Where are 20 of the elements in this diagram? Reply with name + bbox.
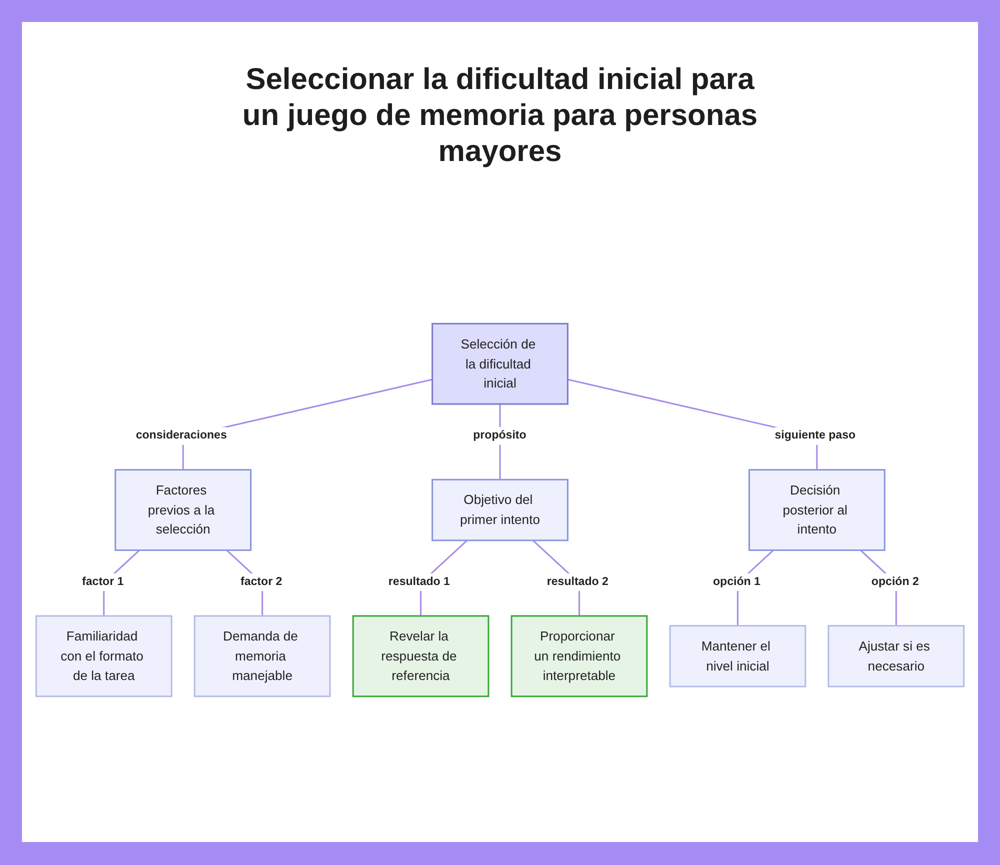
- node-box: Mantener el nivel inicial: [669, 625, 806, 688]
- node-box: Demanda de memoria manejable: [194, 615, 331, 698]
- diagram-title: Seleccionar la dificultad inicial para un juego de memoria para personas mayores: [241, 62, 759, 170]
- edge-label: factor 1: [82, 574, 124, 588]
- edge-label: propósito: [473, 428, 526, 442]
- node-box: Proporcionar un rendimiento interpretable: [510, 615, 648, 698]
- edge-label: consideraciones: [136, 428, 227, 442]
- edge-label: opción 2: [871, 574, 919, 588]
- node-box: Familiaridad con el formato de la tarea: [35, 615, 172, 698]
- node-box: Revelar la respuesta de referencia: [352, 615, 490, 698]
- node-box: Objetivo del primer intento: [432, 478, 568, 542]
- edge-label: resultado 2: [546, 574, 608, 588]
- edge-label: siguiente paso: [774, 428, 856, 442]
- node-box: Selección de la dificultad inicial: [432, 322, 568, 405]
- edge-label: resultado 1: [388, 574, 450, 588]
- edge-label: factor 2: [240, 574, 282, 588]
- node-box: Decisión posterior al intento: [748, 469, 886, 551]
- node-box: Ajustar si es necesario: [828, 625, 965, 688]
- node-box: Factores previos a la selección: [114, 469, 252, 551]
- edge-label: opción 1: [712, 574, 760, 588]
